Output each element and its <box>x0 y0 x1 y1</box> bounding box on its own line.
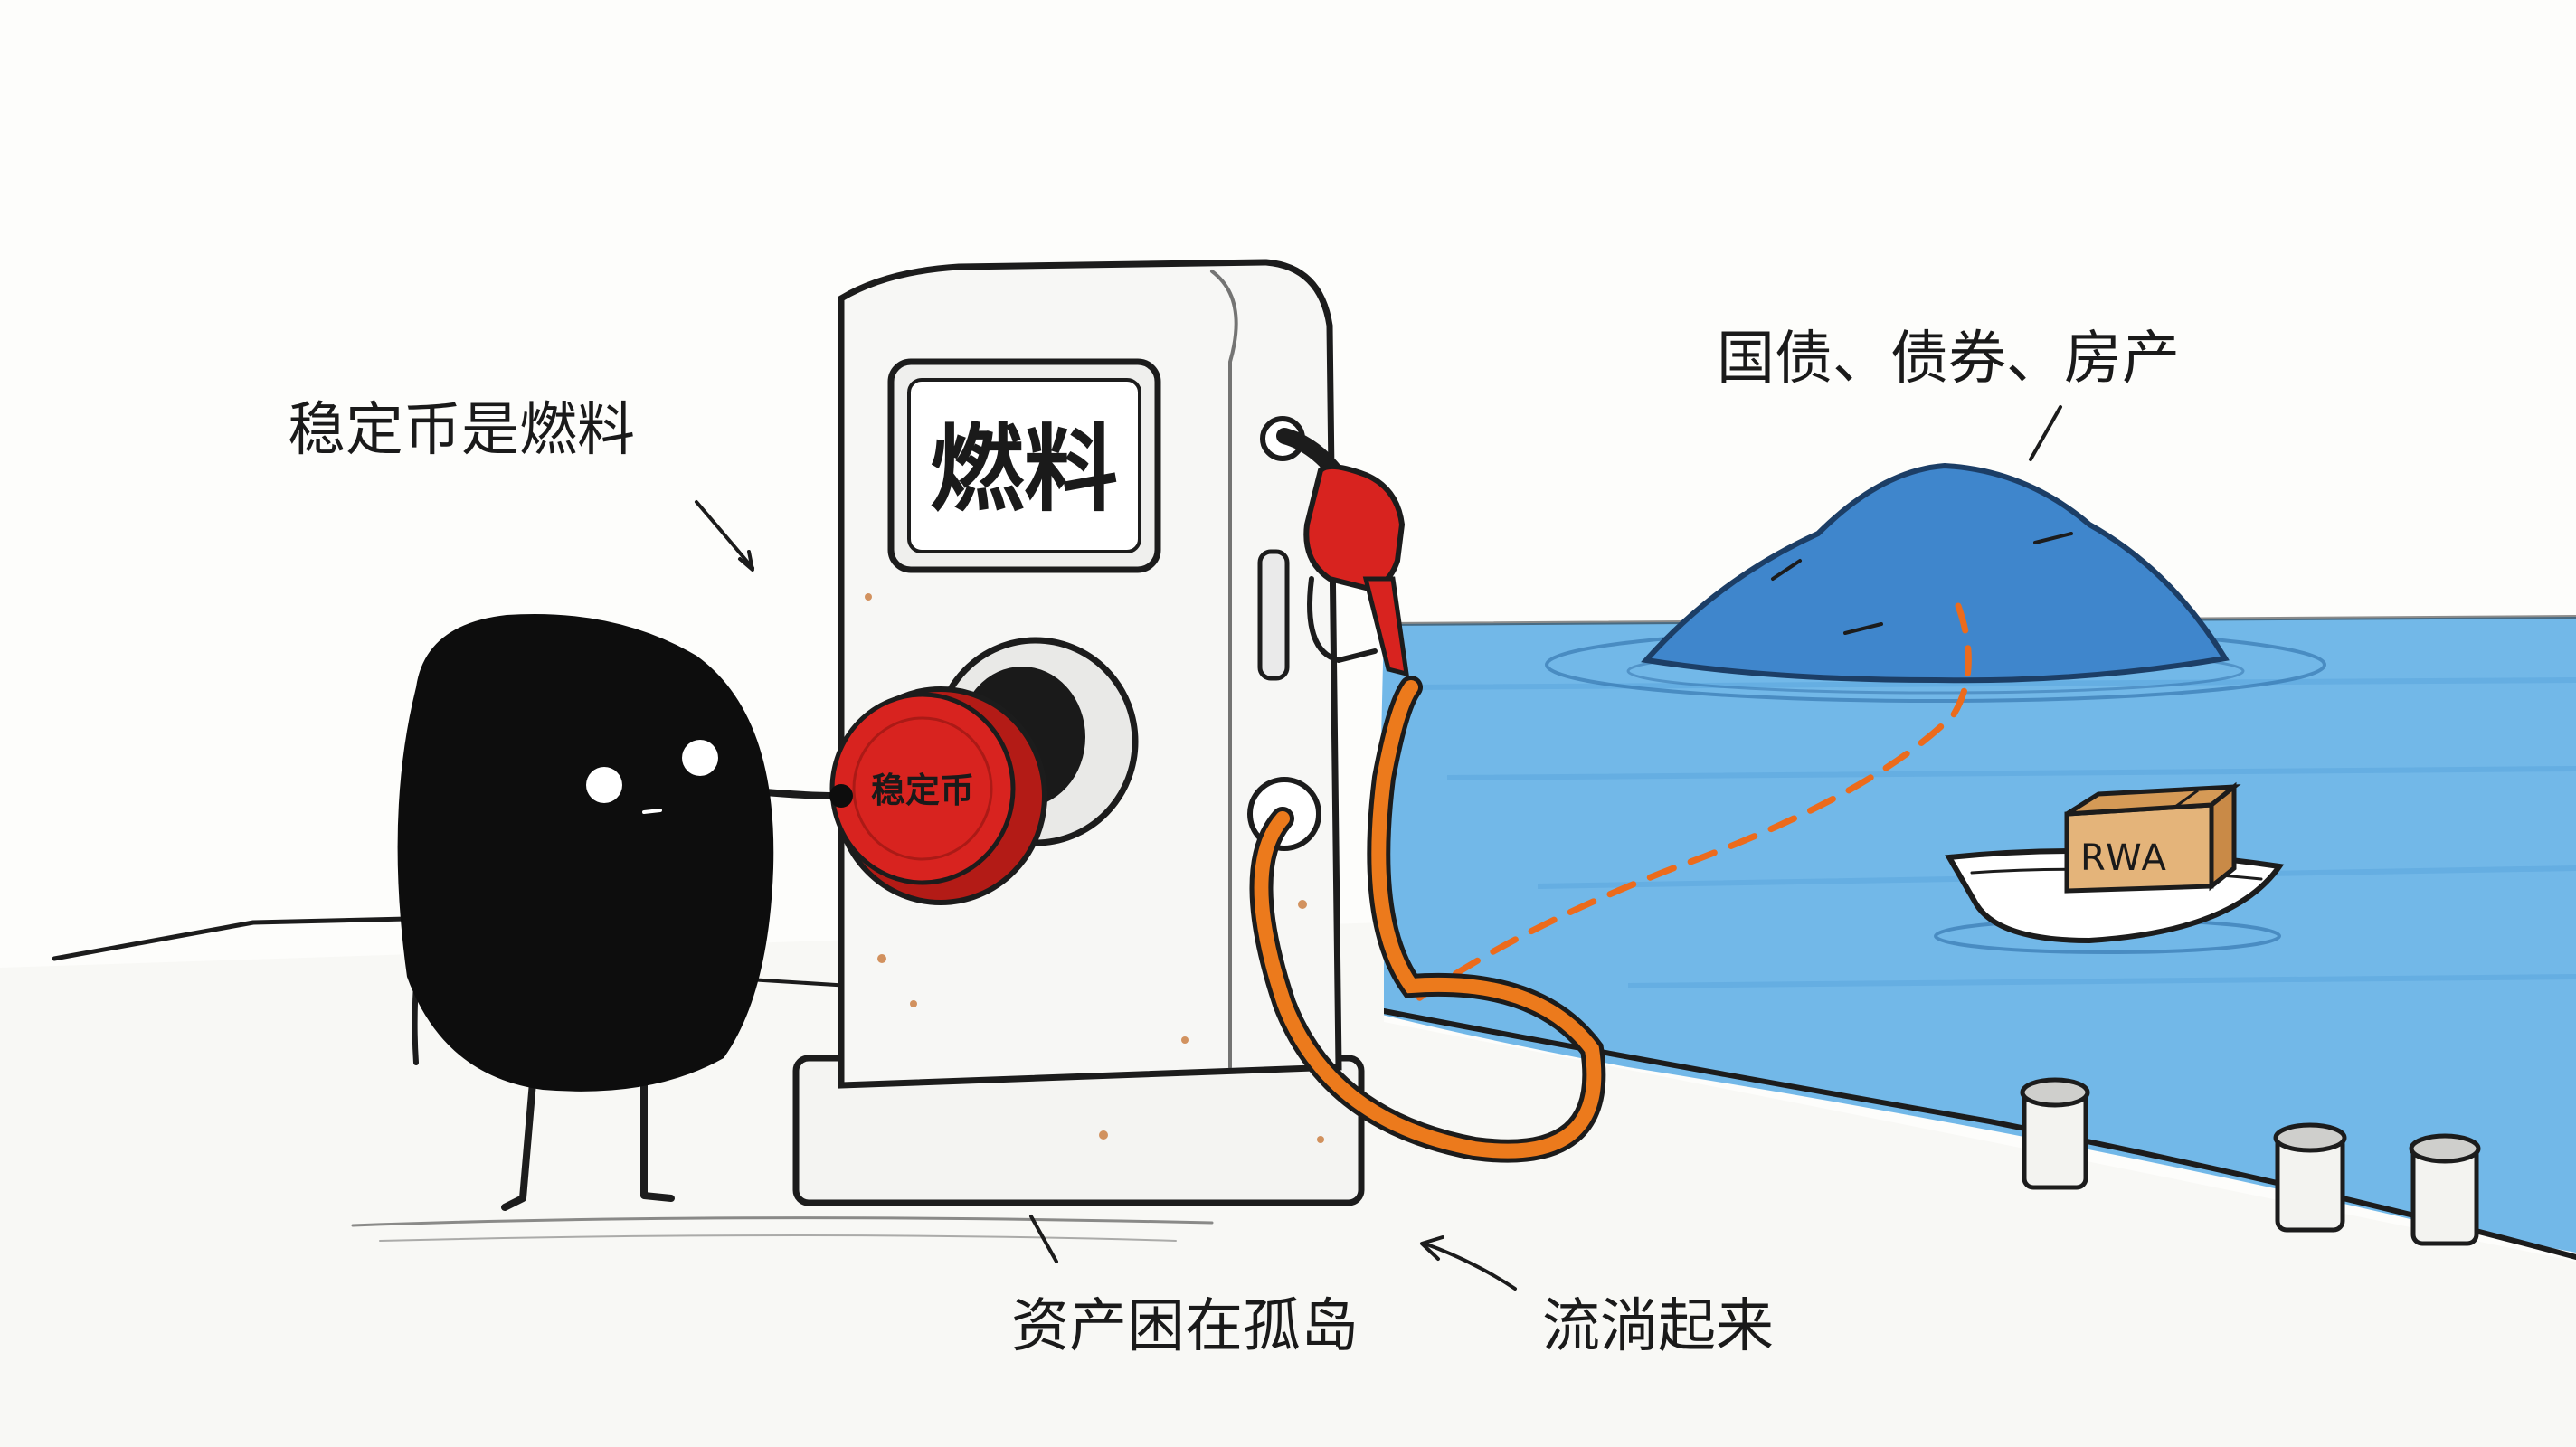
rwa-crate <box>2064 781 2241 894</box>
flow-dashed-path <box>1407 602 1972 1007</box>
arrow-flowing-head <box>1420 1235 1444 1261</box>
island <box>1545 462 2326 703</box>
annotation-stablecoin-fuel: 稳定币是燃料 <box>288 397 635 464</box>
annotation-start-flowing: 流淌起来 <box>1542 1293 1774 1360</box>
arrow-stablecoin-fuel <box>695 500 754 570</box>
leader-treasuries <box>2029 405 2062 461</box>
annotation-assets-stuck-on-island: 资产困在孤岛 <box>1011 1293 1359 1360</box>
pump-display-label: 燃料 <box>930 414 1118 525</box>
hose <box>1254 680 1602 1159</box>
fuel-nozzle <box>1276 428 1410 677</box>
character <box>397 613 853 1211</box>
stablecoin-cap <box>829 686 1047 905</box>
arrow-stablecoin-fuel-head <box>738 550 754 572</box>
stablecoin-cap-label: 稳定币 <box>871 771 974 810</box>
rwa-label: RWA <box>2080 837 2168 879</box>
annotation-treasuries-bonds-property: 国债、债券、房产 <box>1717 326 2180 392</box>
bollard <box>2020 1077 2090 1190</box>
arrow-flowing <box>1423 1242 1517 1291</box>
bollard <box>2409 1133 2481 1246</box>
leader-island <box>1029 1215 1058 1263</box>
bollard <box>2273 1122 2347 1233</box>
